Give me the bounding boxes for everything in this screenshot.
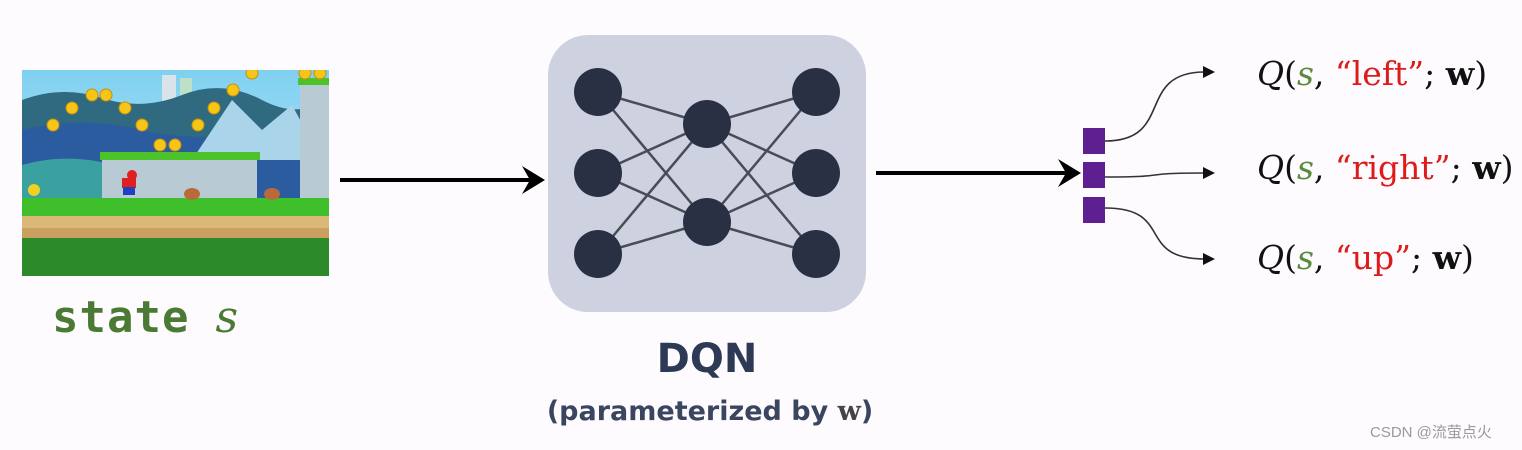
dqn-title: DQN [656, 336, 758, 382]
q-func: Q [1257, 54, 1285, 93]
q-func: Q [1257, 148, 1285, 187]
q-param: w [1445, 54, 1475, 93]
state-variable: s [215, 292, 240, 343]
q-value-left: Q(s, “left”; w) [1257, 54, 1488, 93]
watermark: CSDN @流萤点火 [1370, 424, 1492, 441]
network-node-layer-0 [574, 149, 622, 197]
q-action: “left” [1334, 54, 1425, 93]
subtitle-suffix: ) [860, 396, 874, 427]
output-arrowhead [1203, 253, 1215, 265]
network-edge [597, 123, 708, 255]
input-to-network-arrow [340, 166, 545, 194]
network-node-layer-2 [792, 68, 840, 116]
dqn-subtitle: (parameterized by w) [500, 396, 920, 427]
output-curve [1104, 71, 1206, 142]
q-param: w [1432, 238, 1462, 277]
output-curve [1104, 207, 1206, 260]
output-unit [1083, 128, 1105, 154]
q-action: “right” [1334, 148, 1451, 187]
game-state-image [22, 70, 329, 276]
q-value-right: Q(s, “right”; w) [1257, 148, 1514, 187]
network-node-layer-0 [574, 230, 622, 278]
subtitle-prefix: (parameterized by [546, 396, 838, 427]
state-label-text: state [52, 292, 190, 343]
network-node-layer-1 [683, 198, 731, 246]
network-node-layer-1 [683, 100, 731, 148]
subtitle-param: w [837, 396, 861, 427]
q-state: s [1296, 238, 1314, 277]
output-arrowhead [1203, 167, 1215, 179]
network-node-layer-2 [792, 230, 840, 278]
network-node-layer-2 [792, 149, 840, 197]
q-action: “up” [1334, 238, 1411, 277]
network-edge [706, 123, 817, 255]
q-param: w [1472, 148, 1501, 187]
output-vector [1083, 128, 1105, 223]
output-curves [1104, 66, 1215, 265]
output-unit [1083, 197, 1105, 223]
q-func: Q [1257, 238, 1285, 277]
output-arrowhead [1203, 66, 1215, 78]
network-edge [706, 91, 817, 223]
network-edge [597, 91, 708, 223]
network-node-layer-0 [574, 68, 622, 116]
network-nodes [574, 68, 840, 278]
q-state: s [1296, 54, 1314, 93]
q-state: s [1296, 148, 1314, 187]
output-unit [1083, 162, 1105, 188]
output-curve [1104, 172, 1206, 178]
q-value-up: Q(s, “up”; w) [1257, 238, 1474, 277]
network-to-output-arrow [876, 159, 1081, 187]
